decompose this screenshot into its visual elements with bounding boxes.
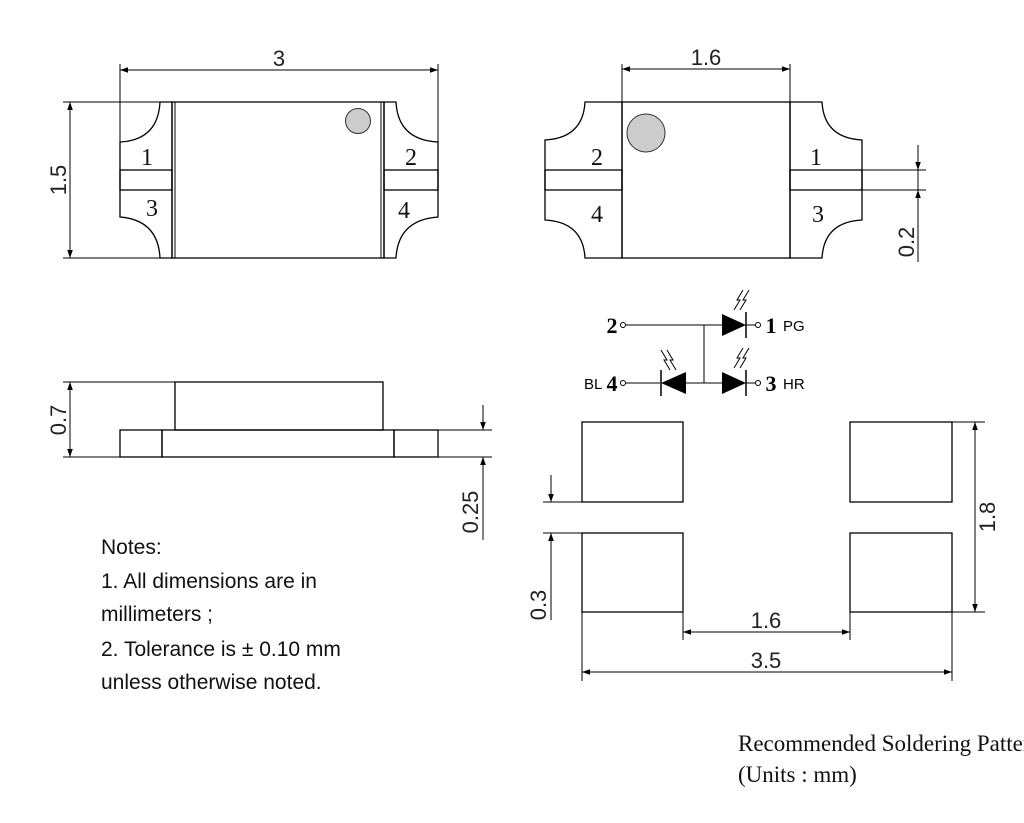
pad-label-4: 4: [591, 202, 603, 228]
notes: Notes: 1. All dimensions are in millimet…: [101, 536, 341, 694]
pad-label-4: 4: [398, 198, 410, 224]
height-dimension: 1.5: [46, 165, 71, 196]
pad-label-1: 1: [141, 145, 153, 171]
base-dimension: 0.25: [458, 491, 483, 534]
overall-dimension: 3.5: [751, 648, 782, 673]
pin-1-label: PG: [783, 318, 805, 335]
pin-2: 2: [607, 313, 618, 338]
left-pads: [119, 101, 173, 259]
polarity-marker: [345, 108, 371, 134]
units-caption: (Units : mm): [738, 762, 857, 787]
side-view: 0.7 0.25: [46, 381, 492, 540]
right-pads: [383, 101, 439, 259]
pad-label-1: 1: [810, 145, 822, 171]
pitch-dimension: 1.6: [691, 45, 722, 70]
pad-label-2: 2: [405, 145, 417, 171]
notes-title: Notes:: [101, 536, 162, 559]
height-dimension: 1.8: [975, 502, 1000, 533]
height-dimension: 0.7: [46, 405, 71, 436]
led-bl-icon: [661, 372, 686, 394]
note-line: 2. Tolerance is ± 0.10 mm: [101, 638, 341, 661]
note-line: millimeters ;: [101, 603, 213, 626]
pad-label-3: 3: [146, 196, 158, 222]
led-hr-icon: [722, 372, 746, 394]
pin-4: 4: [607, 371, 618, 396]
width-dimension: 3: [273, 46, 285, 71]
pad-label-2: 2: [591, 145, 603, 171]
pad-label-3: 3: [812, 202, 824, 228]
inner-dimension: 1.6: [751, 608, 782, 633]
gap-dimension: 0.2: [894, 227, 919, 258]
led-pg-icon: [722, 314, 746, 336]
soldering-pattern: 1.8 0.3 1.6 3.5 Recommended Soldering Pa…: [526, 421, 1024, 787]
solder-pad: [849, 532, 953, 613]
note-line: 1. All dimensions are in: [101, 570, 317, 593]
solder-pad: [581, 421, 684, 503]
pin-1: 1: [766, 313, 777, 338]
bottom-view: 1.6 2 1 4 3 0.2: [544, 45, 926, 262]
top-view: 3 1.5 1 2 3 4: [46, 46, 439, 259]
circuit-schematic: 2 1 PG BL 4 3 HR: [584, 289, 805, 396]
pin-4-label: BL: [584, 376, 602, 393]
pin-3: 3: [766, 371, 777, 396]
soldering-caption: Recommended Soldering Pattern: [738, 731, 1024, 756]
note-line: unless otherwise noted.: [101, 671, 322, 694]
gap-dimension: 0.3: [526, 590, 551, 621]
pin-3-label: HR: [783, 376, 805, 393]
package-body: [171, 101, 385, 259]
solder-pad: [849, 421, 953, 503]
polarity-marker: [626, 113, 666, 153]
solder-pad: [581, 532, 684, 613]
